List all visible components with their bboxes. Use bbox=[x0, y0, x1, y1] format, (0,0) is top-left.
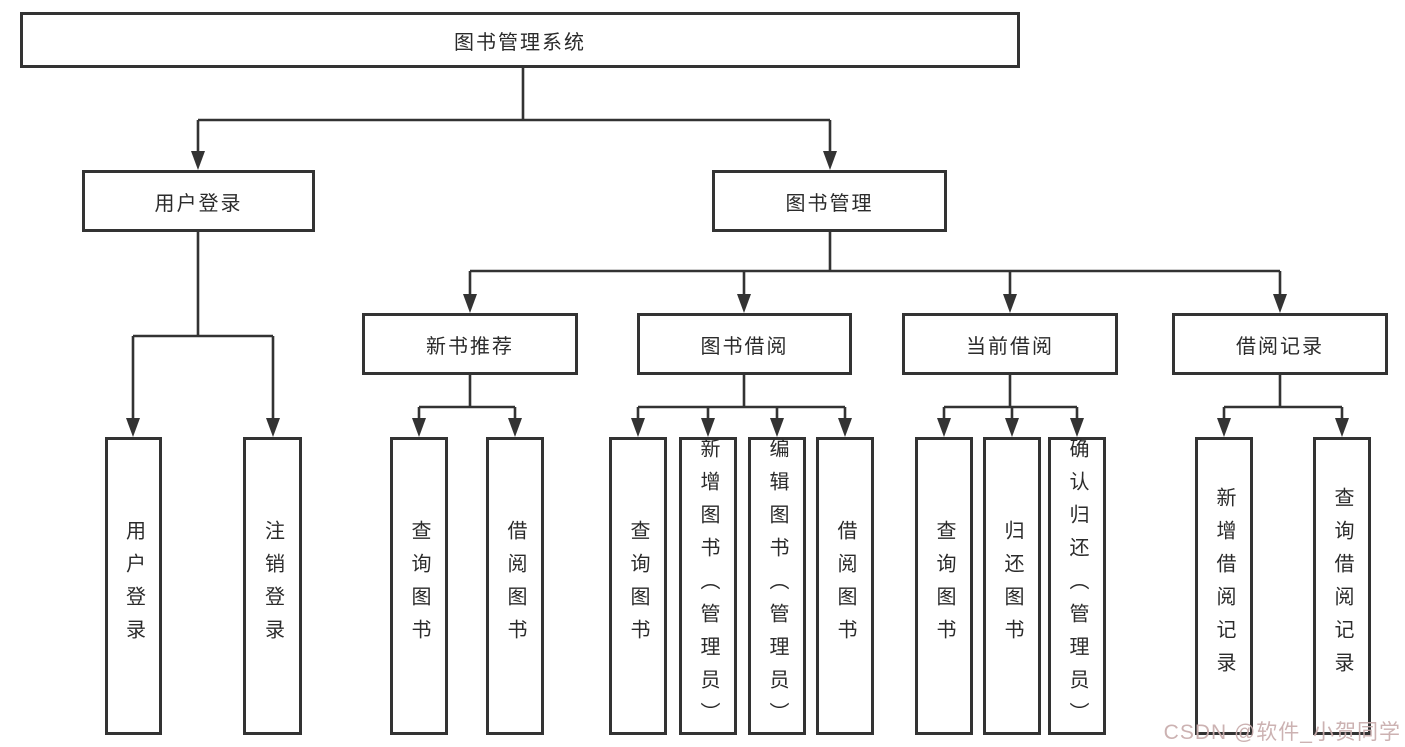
leaf-cb-return-books: 归还图书 bbox=[983, 437, 1041, 735]
leaf-bb-edit-books-admin-label: 编辑图书（管理员） bbox=[766, 437, 788, 735]
leaf-cb-return-books-label: 归还图书 bbox=[1001, 520, 1023, 652]
leaf-cb-query-books: 查询图书 bbox=[915, 437, 973, 735]
node-root-system: 图书管理系统 bbox=[20, 12, 1020, 68]
leaf-user-login-label: 用户登录 bbox=[122, 520, 145, 652]
leaf-nb-query-books-label: 查询图书 bbox=[408, 520, 430, 652]
leaf-nb-query-books: 查询图书 bbox=[390, 437, 448, 735]
leaf-cb-query-books-label: 查询图书 bbox=[933, 520, 955, 652]
node-user-login: 用户登录 bbox=[82, 170, 315, 232]
leaf-bb-add-books-admin: 新增图书（管理员） bbox=[679, 437, 737, 735]
leaf-cb-confirm-return-admin: 确认归还（管理员） bbox=[1048, 437, 1106, 735]
leaf-br-add-record: 新增借阅记录 bbox=[1195, 437, 1253, 735]
leaf-br-add-record-label: 新增借阅记录 bbox=[1213, 487, 1235, 685]
node-new-book-recommend: 新书推荐 bbox=[362, 313, 578, 375]
leaf-bb-borrow-books-label: 借阅图书 bbox=[834, 520, 856, 652]
node-book-borrow: 图书借阅 bbox=[637, 313, 852, 375]
leaf-nb-borrow-books-label: 借阅图书 bbox=[504, 520, 526, 652]
leaf-bb-query-books-label: 查询图书 bbox=[627, 520, 649, 652]
leaf-br-query-record-label: 查询借阅记录 bbox=[1331, 487, 1353, 685]
leaf-logout-login: 注销登录 bbox=[243, 437, 302, 735]
arrowheads bbox=[126, 151, 1349, 437]
leaf-cb-confirm-return-admin-label: 确认归还（管理员） bbox=[1066, 437, 1088, 735]
leaf-user-login: 用户登录 bbox=[105, 437, 162, 735]
leaf-logout-login-label: 注销登录 bbox=[261, 520, 284, 652]
node-current-borrow: 当前借阅 bbox=[902, 313, 1118, 375]
leaf-nb-borrow-books: 借阅图书 bbox=[486, 437, 544, 735]
leaf-bb-edit-books-admin: 编辑图书（管理员） bbox=[748, 437, 806, 735]
leaf-br-query-record: 查询借阅记录 bbox=[1313, 437, 1371, 735]
leaf-bb-borrow-books: 借阅图书 bbox=[816, 437, 874, 735]
node-book-management: 图书管理 bbox=[712, 170, 947, 232]
leaf-bb-query-books: 查询图书 bbox=[609, 437, 667, 735]
leaf-bb-add-books-admin-label: 新增图书（管理员） bbox=[697, 437, 719, 735]
node-borrow-records: 借阅记录 bbox=[1172, 313, 1388, 375]
